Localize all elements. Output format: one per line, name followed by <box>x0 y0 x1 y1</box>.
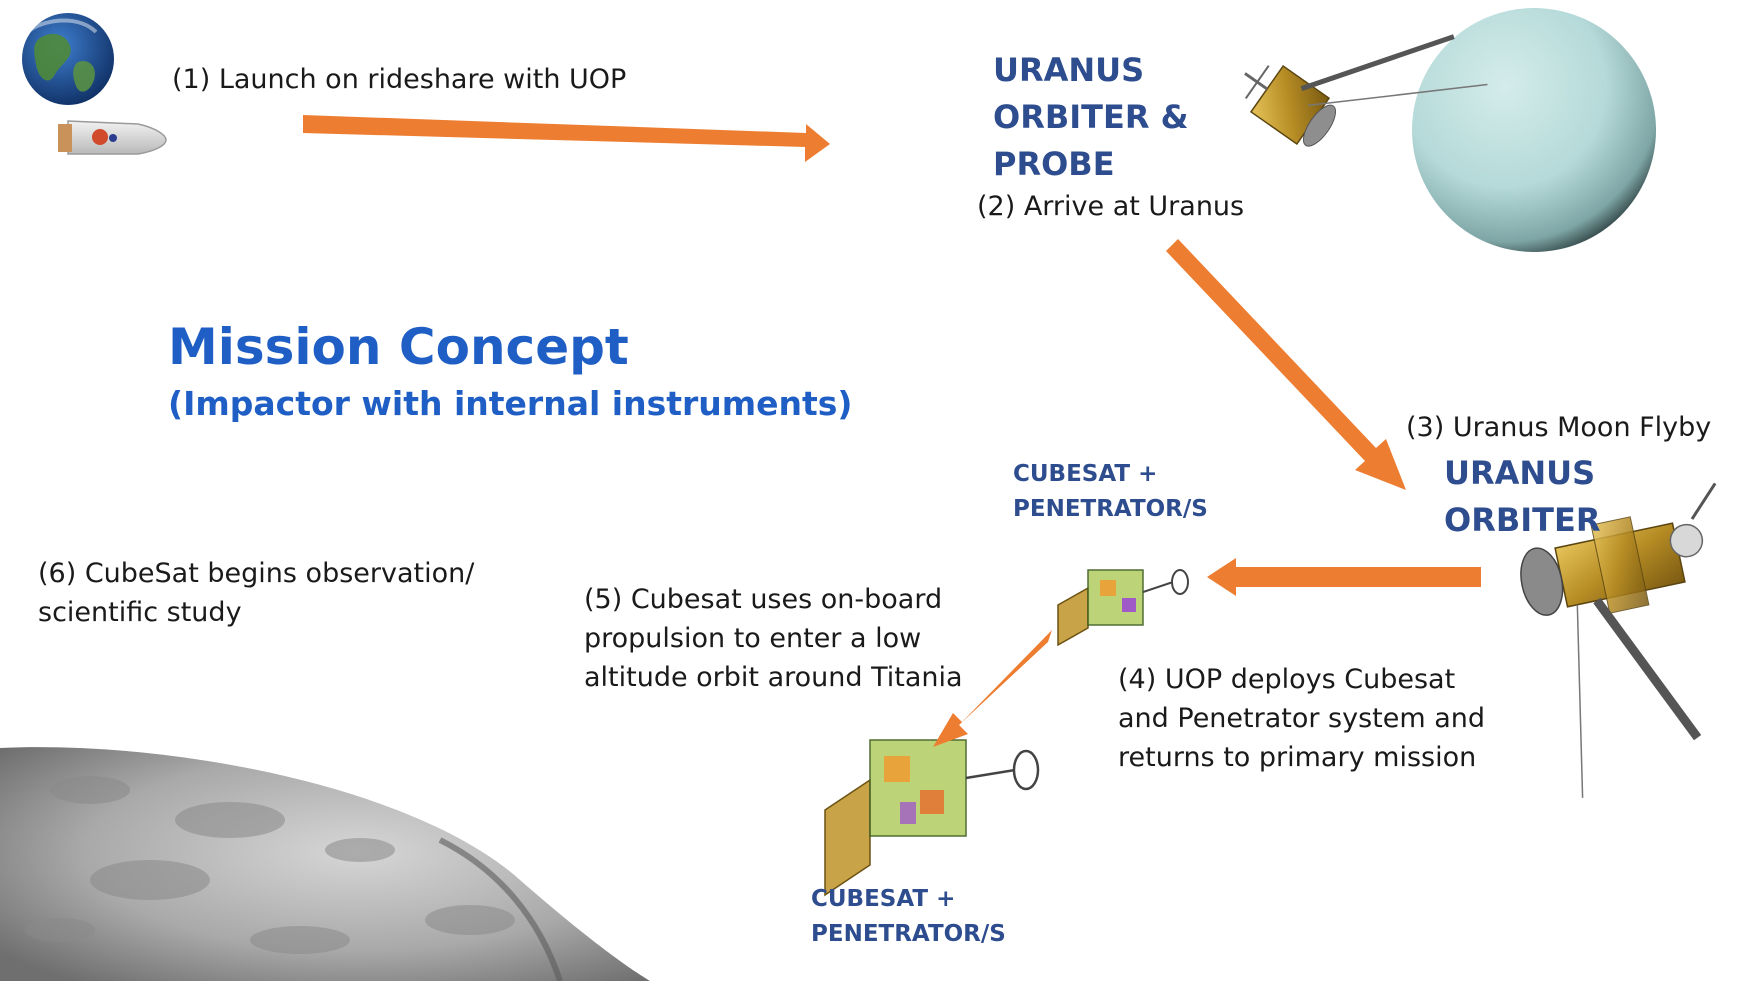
page-subtitle: (Impactor with internal instruments) <box>168 384 853 423</box>
step-6-label: (6) CubeSat begins observation/ scientif… <box>38 554 474 632</box>
step-5-label: (5) Cubesat uses on-board propulsion to … <box>584 580 963 697</box>
label-line: URANUS <box>1444 454 1596 492</box>
cubesat-icon <box>824 739 1040 897</box>
arrow-arrival-to-flyby <box>1166 239 1406 490</box>
page-title: Mission Concept <box>168 318 629 376</box>
titania-moon-icon <box>0 747 650 981</box>
step-line: (5) Cubesat uses on-board <box>584 584 943 615</box>
spacecraft-icon <box>1520 482 1717 798</box>
label-line: URANUS <box>993 51 1145 89</box>
step-4-label: (4) UOP deploys Cubesat and Penetrator s… <box>1118 660 1485 777</box>
step-line: scientific study <box>38 597 242 628</box>
spacecraft-icon <box>1244 34 1488 147</box>
arrow-deploy <box>1207 558 1481 596</box>
uranus-orbiter-probe-label: URANUS ORBITER & PROBE <box>993 47 1189 188</box>
step-line: (4) UOP deploys Cubesat <box>1118 664 1456 695</box>
label-line: ORBITER & <box>993 98 1189 136</box>
step-3-label: (3) Uranus Moon Flyby <box>1406 412 1712 443</box>
step-1-label: (1) Launch on rideshare with UOP <box>172 64 627 95</box>
rocket-icon <box>58 120 167 155</box>
cubesat-penetrator-label-lower: CUBESAT + PENETRATOR/S <box>811 882 1006 952</box>
cubesat-icon <box>1057 569 1189 647</box>
label-line: CUBESAT + <box>811 886 956 912</box>
step-2-label: (2) Arrive at Uranus <box>977 191 1245 222</box>
label-line: PROBE <box>993 145 1115 183</box>
step-line: and Penetrator system and <box>1118 703 1486 734</box>
earth-icon <box>22 13 114 105</box>
step-line: returns to primary mission <box>1118 742 1477 773</box>
label-line: ORBITER <box>1444 501 1601 539</box>
step-line: propulsion to enter a low <box>584 623 922 654</box>
step-line: (6) CubeSat begins observation/ <box>38 558 475 589</box>
flow-arrows <box>303 115 1481 747</box>
uranus-planet-icon <box>1412 8 1656 252</box>
arrow-cubesat-descent <box>933 630 1052 747</box>
label-line: PENETRATOR/S <box>1013 496 1208 522</box>
label-line: PENETRATOR/S <box>811 921 1006 947</box>
step-line: altitude orbit around Titania <box>584 662 963 693</box>
label-line: CUBESAT + <box>1013 461 1158 487</box>
uranus-orbiter-label: URANUS ORBITER <box>1444 450 1600 544</box>
arrow-launch-to-uranus <box>303 115 830 162</box>
cubesat-penetrator-label-upper: CUBESAT + PENETRATOR/S <box>1013 457 1208 527</box>
